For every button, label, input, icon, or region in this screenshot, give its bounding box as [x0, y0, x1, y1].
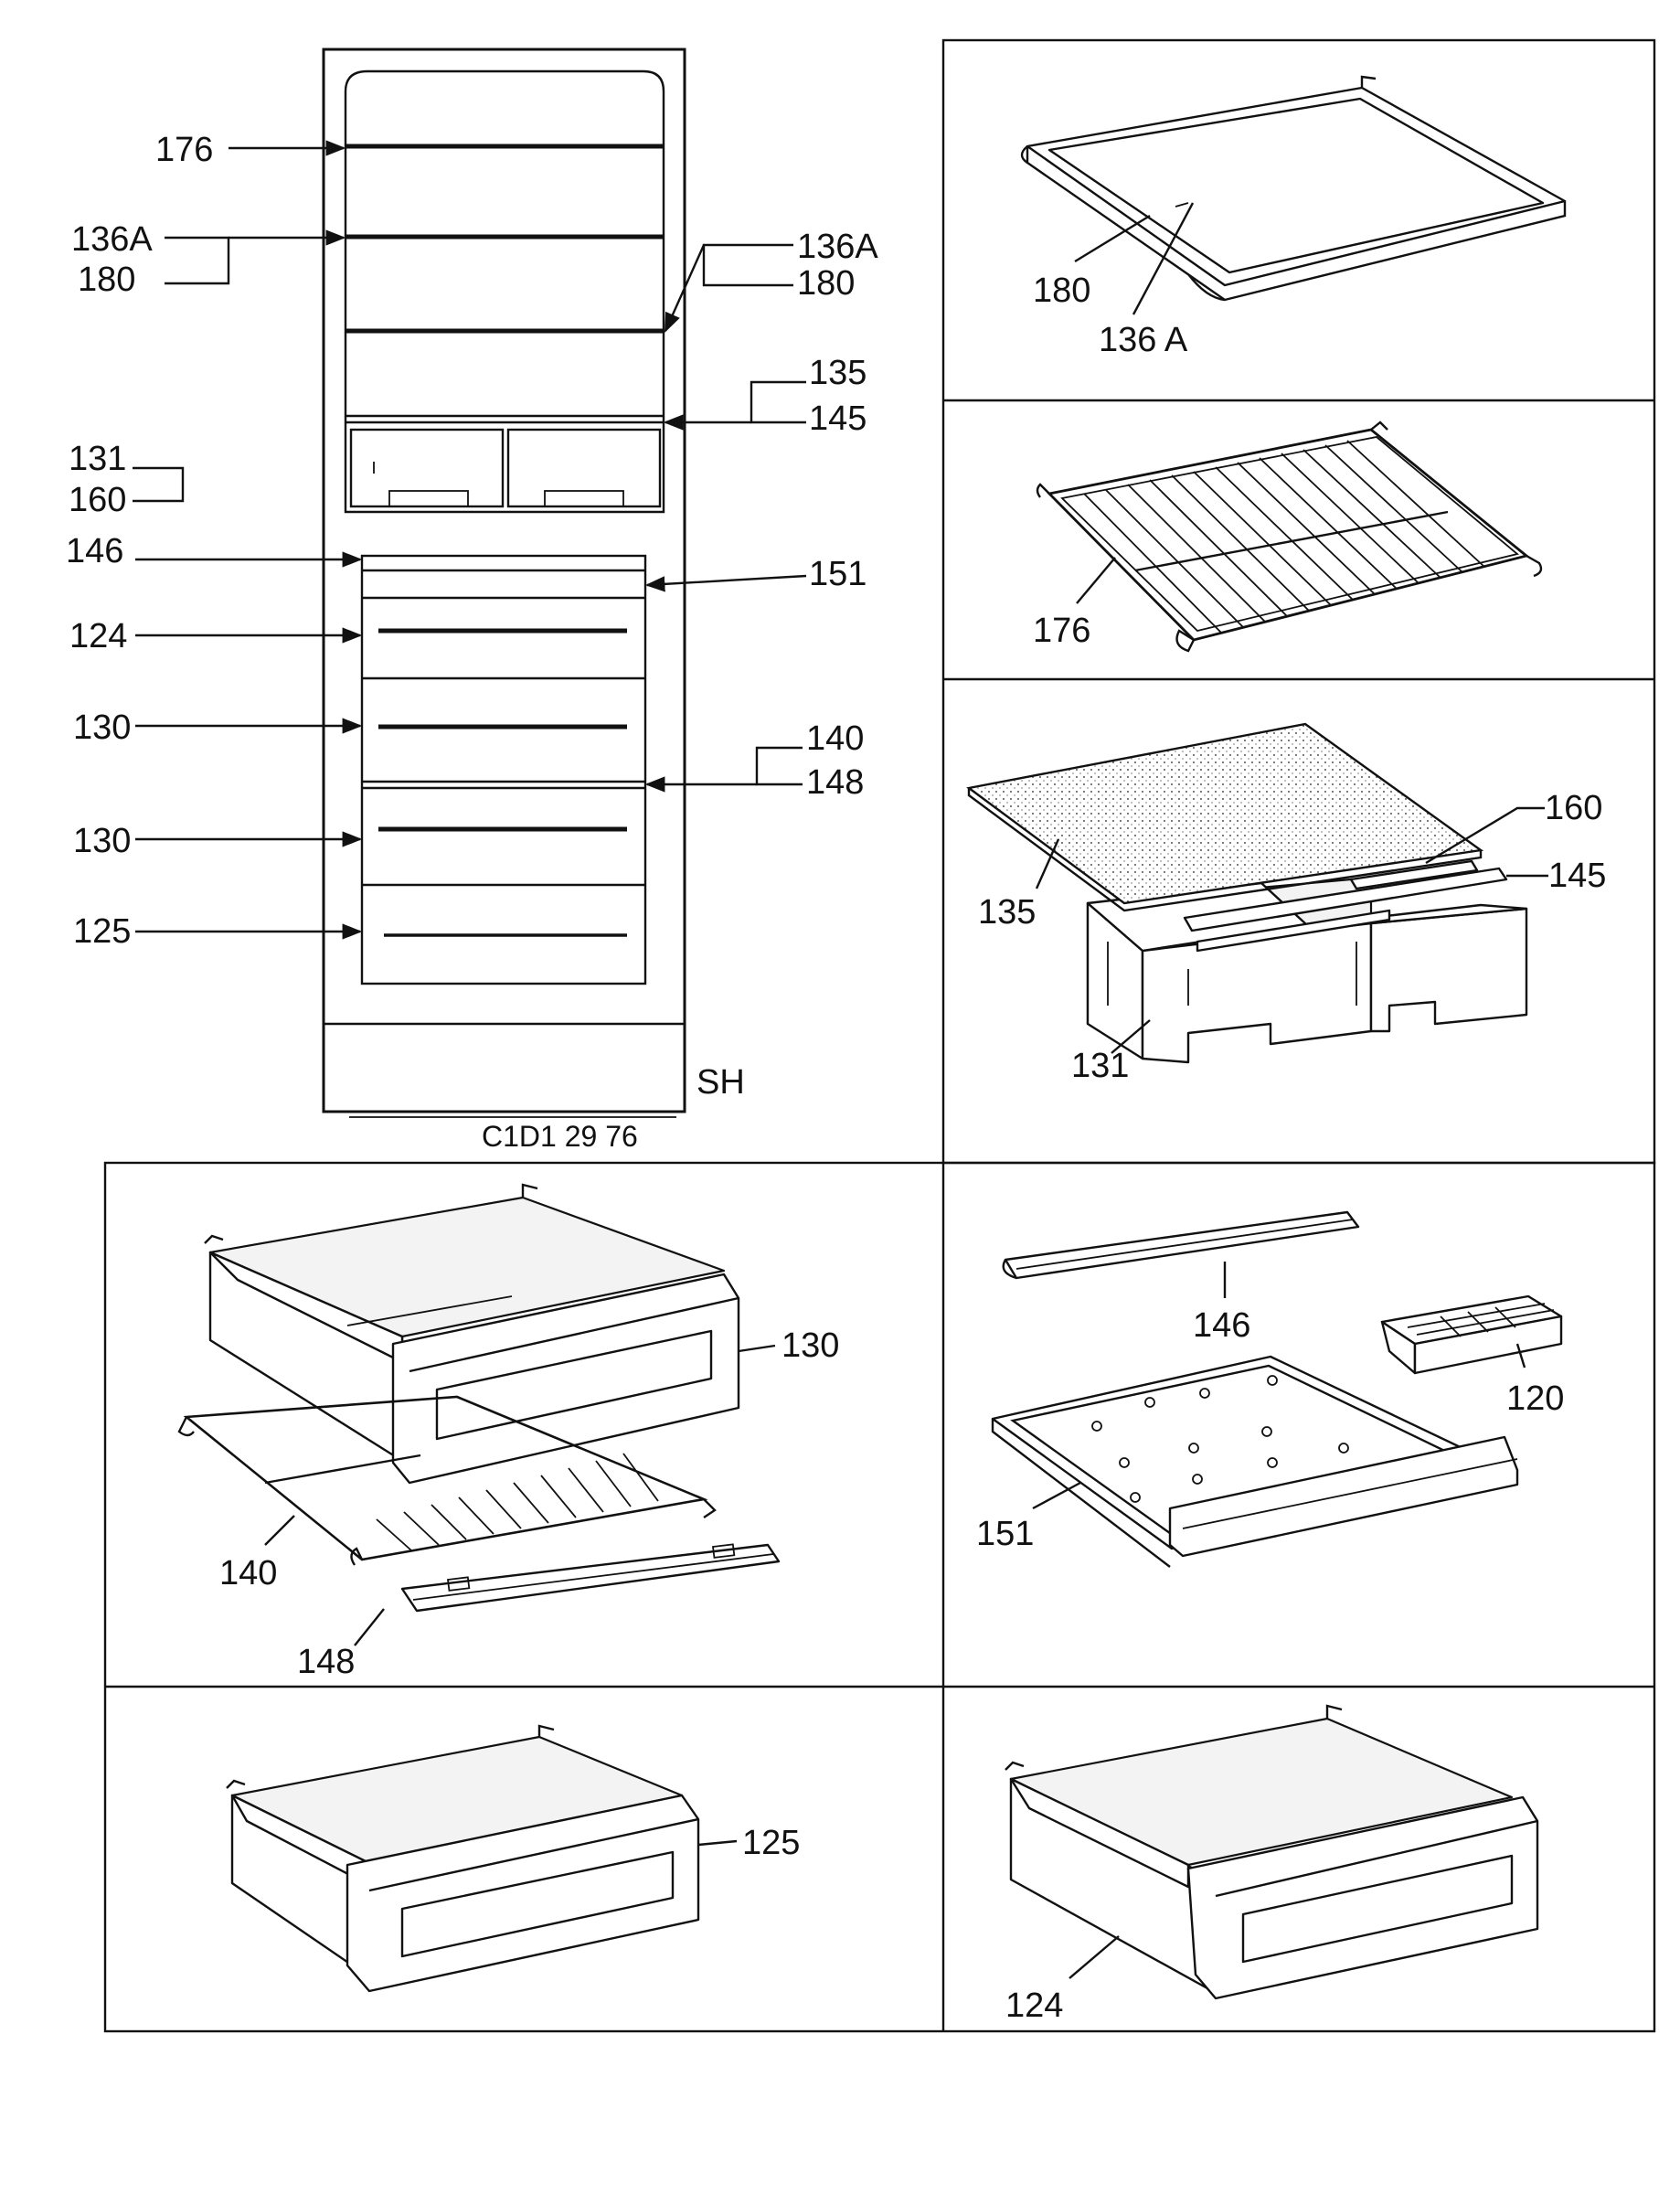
callout-130-b: 130: [73, 822, 131, 860]
label-176: 176: [1033, 612, 1090, 650]
callout-136a-right: 136A: [797, 228, 878, 266]
callout-131: 131: [69, 440, 126, 478]
callout-146: 146: [66, 532, 123, 570]
callout-180-right: 180: [797, 264, 855, 303]
label-131: 131: [1071, 1047, 1129, 1085]
label-145: 145: [1548, 857, 1606, 895]
panel-drawer-124: 124: [1005, 1704, 1539, 2025]
corner-mark: SH: [696, 1063, 745, 1102]
label-136a: 136 A: [1099, 321, 1188, 359]
callout-145: 145: [809, 399, 867, 438]
label-120: 120: [1506, 1379, 1564, 1418]
cabinet-leaders: [133, 140, 807, 940]
callout-130-a: 130: [73, 708, 131, 747]
callout-124: 124: [69, 617, 127, 655]
label-140: 140: [219, 1554, 277, 1592]
callout-160: 160: [69, 481, 126, 519]
panel-crisper: 135 160 145 131: [966, 722, 1606, 1085]
callout-148: 148: [806, 763, 864, 802]
drawing-code: C1D1 29 76: [482, 1120, 638, 1153]
callout-176: 176: [155, 131, 213, 169]
callout-140: 140: [806, 719, 864, 758]
label-146: 146: [1193, 1306, 1250, 1345]
panel-glass-shelf: 180 136 A: [1020, 75, 1567, 359]
shelf-151-holes: [1091, 1375, 1349, 1503]
label-130: 130: [782, 1326, 839, 1365]
label-124: 124: [1005, 1986, 1063, 2025]
label-151: 151: [976, 1515, 1034, 1553]
wire-shelf-rods: [1083, 440, 1485, 634]
callout-151: 151: [809, 555, 867, 593]
panel-drawer-125: 125: [226, 1724, 800, 1993]
cabinet-callouts: 176 136A 180 136A 180 135 145 131 160 14…: [66, 131, 878, 1153]
callout-135: 135: [809, 354, 867, 392]
label-160: 160: [1545, 789, 1602, 827]
panel-drawer-rack: 130 140 148: [177, 1183, 839, 1681]
callout-136a-left: 136A: [71, 220, 153, 259]
callout-125: 125: [73, 912, 131, 951]
callout-180-left: 180: [78, 261, 135, 299]
panel-frames: [103, 38, 1656, 2033]
label-180: 180: [1033, 272, 1090, 310]
drawer-rack-rods: [376, 1453, 659, 1551]
panel-ice-tray: 146 120 151: [976, 1210, 1564, 1568]
refrigerator-cabinet: [322, 48, 686, 1118]
panel-wire-shelf: 176: [1033, 421, 1543, 653]
label-148: 148: [297, 1643, 355, 1681]
label-125: 125: [742, 1824, 800, 1862]
label-135: 135: [978, 893, 1036, 932]
